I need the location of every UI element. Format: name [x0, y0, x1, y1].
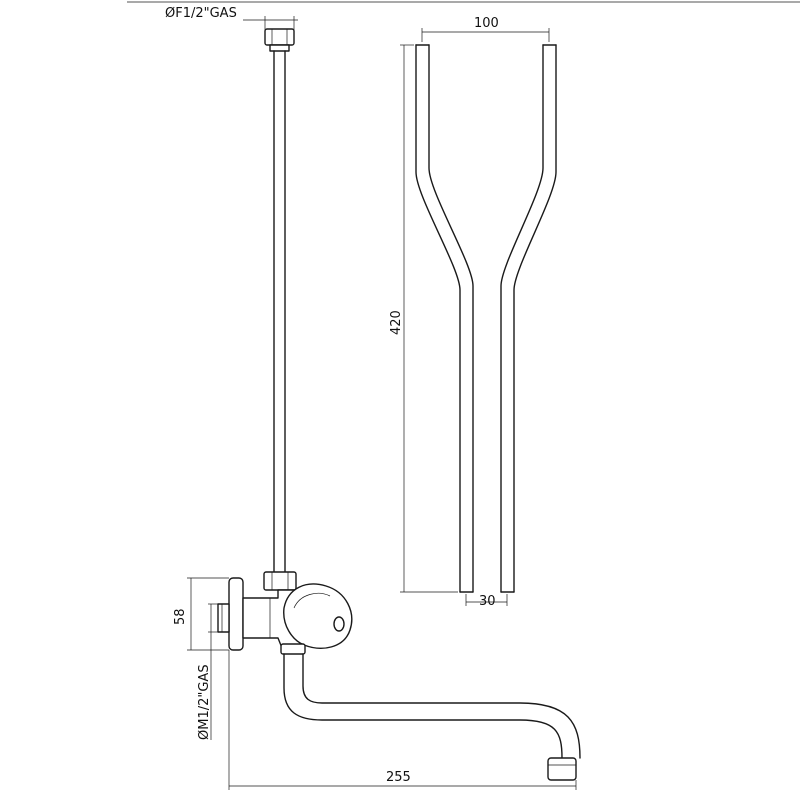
- right-tube-inner: [500, 44, 544, 593]
- inlet-thread-label: ØF1/2"GAS: [165, 6, 237, 21]
- left-tube-outer: [415, 44, 461, 593]
- top-nut-collar: [269, 44, 290, 52]
- spout-inner: [302, 653, 581, 759]
- valve-knob: [283, 583, 353, 649]
- supply-tube: ØF1/2"GAS: [165, 6, 298, 591]
- top-nut: [264, 28, 295, 46]
- spout-aerator: [547, 757, 577, 781]
- left-tube-inner: [428, 44, 474, 593]
- outlet-thread-label: ØM1/2"GAS: [197, 664, 212, 740]
- right-tube-outer: [513, 44, 557, 593]
- tube-height-label: 420: [389, 310, 404, 335]
- lower-nut: [263, 571, 297, 591]
- outlet-nut: [280, 643, 306, 655]
- valve-assembly: [217, 577, 353, 655]
- spout: [283, 653, 581, 781]
- wall-flange: [228, 577, 244, 651]
- left-dimensions: 58 ØM1/2"GAS 255: [173, 577, 577, 790]
- spout-reach-label: 255: [386, 770, 411, 785]
- spout-outer: [283, 653, 563, 759]
- inlet-stub: [217, 603, 230, 633]
- flange-height-label: 58: [173, 608, 188, 625]
- tube-spacing-label: 100: [474, 16, 499, 31]
- knob-indicator: [333, 616, 345, 632]
- tube-pair-detail: 100 420 30: [389, 16, 557, 609]
- tube-gap-label: 30: [479, 594, 496, 609]
